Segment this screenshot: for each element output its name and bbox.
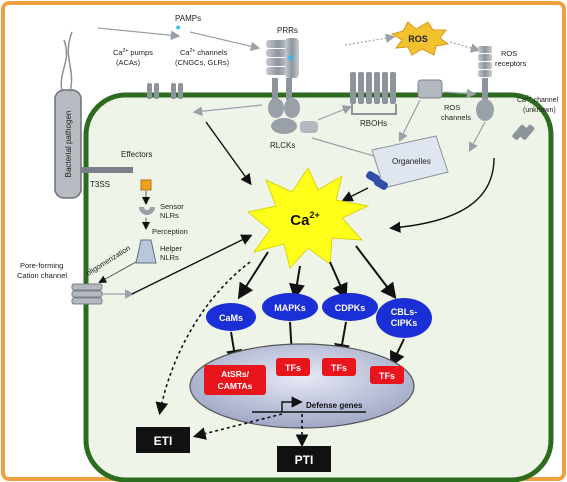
pamp-dot-icon: ✸ <box>175 24 181 32</box>
sensor-nlr-icon <box>139 207 155 215</box>
ros-burst: ROS <box>344 21 481 56</box>
ros-label: ROS <box>408 34 428 44</box>
rlcks-label: RLCKs <box>270 141 295 150</box>
bacterial-pathogen-label: Bacterial pathogen <box>64 111 73 178</box>
organelles-label: Organelles <box>392 157 431 166</box>
pamps-label: PAMPs <box>175 14 201 23</box>
tfs-label-1: TFs <box>285 363 301 373</box>
ca-channel-unknown: Ca2+ channel (unknown) <box>512 95 559 140</box>
ros-receptors: ROS receptors <box>468 46 527 153</box>
ca-pumps-label-2: (ACAs) <box>116 58 141 67</box>
ros-channels-label-1: ROS <box>444 103 460 112</box>
atsrs-box <box>204 365 266 395</box>
t3ss-label: T3SS <box>90 180 110 189</box>
t3ss: T3SS <box>81 167 133 189</box>
pore-forming-label-1: Pore-forming <box>20 261 63 270</box>
tfs-label-3: TFs <box>379 371 395 381</box>
tfs-box-3 <box>370 366 404 384</box>
cams-label: CaMs <box>219 313 243 323</box>
ca-channels-label-1: Ca2+ channels <box>180 48 228 57</box>
mapks-label: MAPKs <box>274 303 306 313</box>
helper-nlrs-label-2: NLRs <box>160 253 179 262</box>
eti-label: ETI <box>154 434 173 448</box>
defense-genes-label: Defense genes <box>306 401 363 410</box>
cdpks-oval <box>322 293 378 321</box>
defense-genes: Defense genes <box>192 396 366 448</box>
pti-box <box>277 446 331 472</box>
pore-forming-label-2: Cation channel <box>17 271 67 280</box>
effector-icon <box>140 179 152 191</box>
atsrs-label-2: CAMTAs <box>218 381 253 391</box>
transcription-factors: AtSRs/ CAMTAs TFs TFs TFs <box>204 358 404 395</box>
ca-channel-unknown-label-1: Ca2+ channel <box>517 95 559 104</box>
rbohs-label: RBOHs <box>360 119 387 128</box>
pamps: ✸ PAMPs <box>97 14 261 52</box>
ros-receptors-label-2: receptors <box>495 59 527 68</box>
organelles: Organelles <box>366 135 449 190</box>
sensor-ovals: CaMs MAPKs CDPKs CBLs- CIPKs <box>206 293 432 338</box>
perception-label: Perception <box>152 227 188 236</box>
calcium-label: Ca2+ <box>290 210 319 229</box>
cbl-cipks-oval <box>376 298 432 338</box>
calcium-output-arrows <box>155 245 397 416</box>
tfs-box-1 <box>276 358 310 376</box>
sensor-nlrs-label-1: Sensor <box>160 202 184 211</box>
ros-receptors-label-1: ROS <box>501 49 517 58</box>
helper-nlrs-label-1: Helper <box>160 244 183 253</box>
immunity-outcomes: ETI PTI <box>136 427 331 472</box>
bacterial-pathogen: Bacterial pathogen <box>54 31 82 199</box>
mapks-oval <box>262 293 318 321</box>
tfs-label-2: TFs <box>331 363 347 373</box>
cams-oval <box>206 303 256 331</box>
tfs-box-2 <box>322 358 356 376</box>
cbls-label-1: CBLs- <box>391 307 418 317</box>
eti-box <box>136 427 190 453</box>
prr-pamp-icon: ✸ <box>287 53 295 63</box>
cbls-label-2: CIPKs <box>391 318 418 328</box>
ca-pumps: Ca2+ pumps (ACAs) <box>113 48 159 99</box>
effectors-label: Effectors <box>121 150 152 159</box>
atsrs-label-1: AtSRs/ <box>221 369 250 379</box>
black-input-arrows <box>205 121 495 233</box>
calcium-burst: Ca2+ <box>246 166 370 270</box>
pore-forming-channel: Pore-forming Cation channel <box>17 234 253 305</box>
pti-label: PTI <box>295 453 314 467</box>
ros-channels-label-2: channels <box>441 113 471 122</box>
ros-channels: ROS channels <box>417 79 477 122</box>
ca-channels: Ca2+ channels (CNGCs, GLRs) <box>171 48 230 99</box>
prrs-label: PRRs <box>277 26 298 35</box>
cdpks-label: CDPKs <box>335 303 366 313</box>
sensor-nlrs-label-2: NLRs <box>160 211 179 220</box>
ca-channels-label-2: (CNGCs, GLRs) <box>175 58 230 67</box>
ca-channel-unknown-label-2: (unknown) <box>523 107 556 114</box>
ca-pumps-label-1: Ca2+ pumps <box>113 48 153 57</box>
prrs-receptor: PRRs ✸ RLCKs <box>266 26 318 150</box>
